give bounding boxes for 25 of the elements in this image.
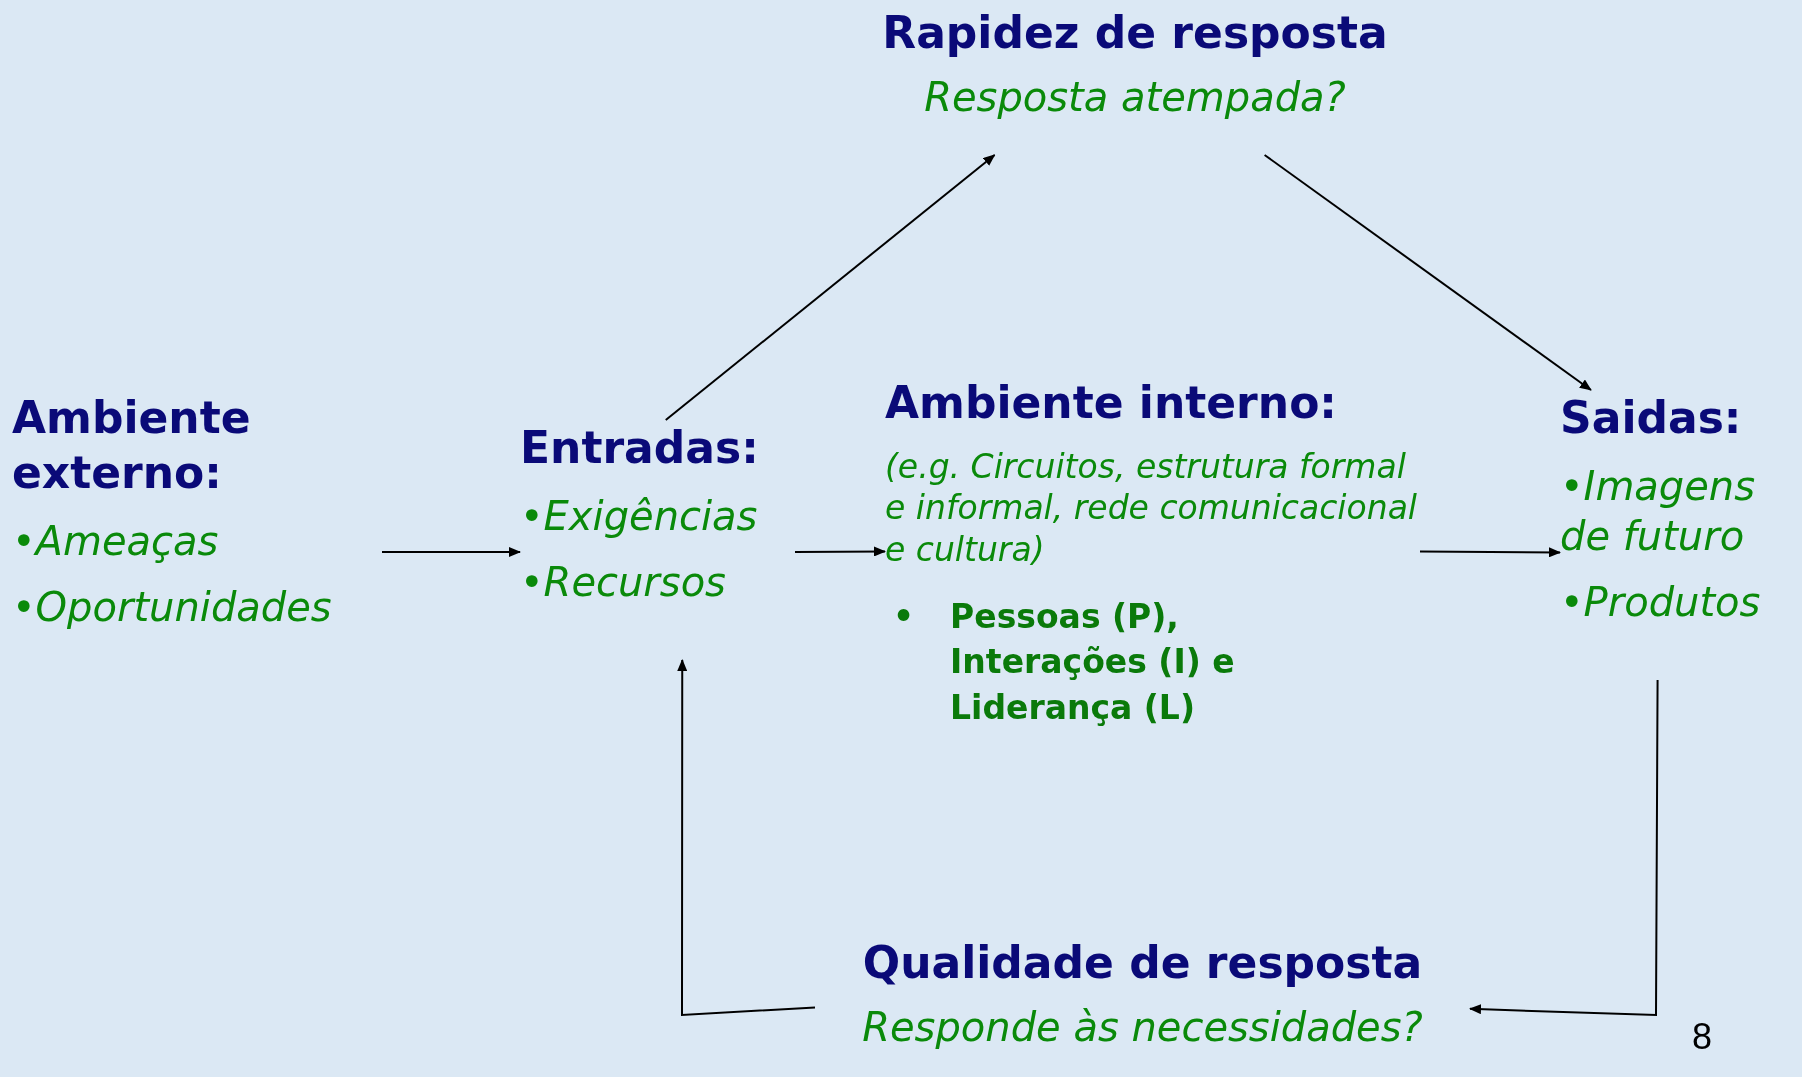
bullet-text: •Produtos	[1560, 578, 1762, 627]
heading: Rapidez de resposta	[882, 6, 1388, 60]
heading: Qualidade de resposta	[862, 936, 1423, 990]
arrow	[1419, 547, 1561, 558]
arrow	[381, 547, 521, 557]
bullet-text: •Recursos	[520, 558, 727, 607]
subtitle-text: Responde às necessidades?	[862, 1003, 1423, 1052]
description-text: (e.g. Circuitos, estrutura formal e informal, rede comunicacional e cultura)	[885, 446, 1419, 570]
bullet-text: •Exigências	[520, 492, 759, 541]
bullet-text: •Oportunidades	[12, 583, 333, 632]
heading: Entradas:	[520, 421, 760, 475]
bullet: •	[893, 595, 915, 638]
heading: Ambiente externo:	[12, 391, 252, 500]
bullet-text: •Imagens de futuro	[1560, 462, 1757, 561]
arrow	[677, 659, 816, 1017]
arrow	[1469, 679, 1659, 1017]
arrow	[664, 154, 996, 421]
arrow	[794, 546, 886, 557]
arrow	[1263, 154, 1592, 391]
bullet-text: •Ameaças	[12, 517, 220, 566]
heading: Saidas:	[1560, 391, 1743, 445]
bullet-text: Pessoas (P), Interações (I) e Liderança (L)	[950, 595, 1236, 729]
heading: Ambiente interno:	[885, 376, 1338, 430]
page-number: 8	[1692, 1015, 1713, 1059]
subtitle-text: Resposta atempada?	[924, 73, 1346, 122]
